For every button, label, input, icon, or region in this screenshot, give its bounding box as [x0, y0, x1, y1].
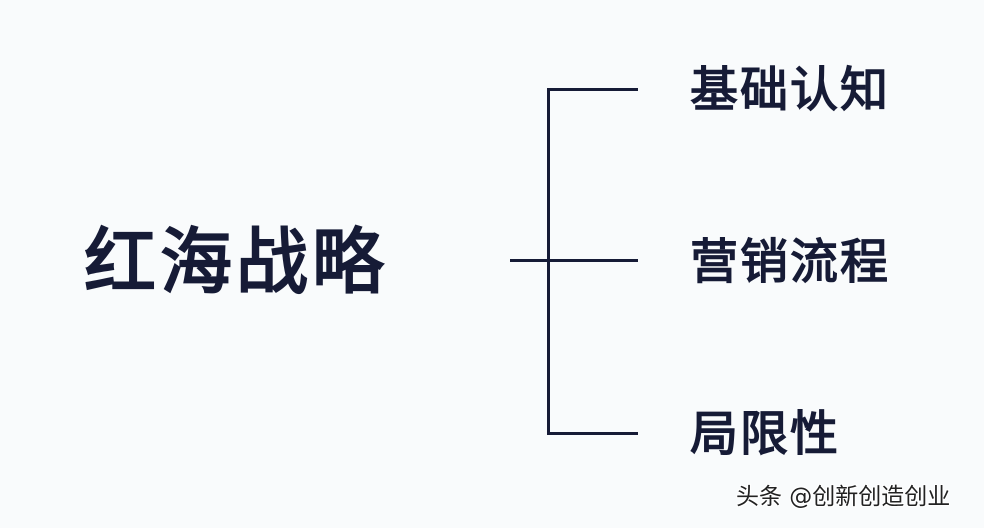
bracket-top-branch: [547, 88, 638, 91]
branch-label-marketing-process: 营销流程: [690, 234, 891, 290]
branch-label-limitations: 局限性: [690, 406, 841, 462]
bracket-bottom-branch: [547, 432, 638, 435]
root-node-label: 红海战略: [84, 220, 389, 304]
watermark: 头条 @创新创造创业: [736, 484, 951, 510]
branch-label-basic-cognition: 基础认知: [690, 62, 891, 118]
connector-stem: [510, 259, 638, 262]
bracket-vertical: [547, 88, 550, 435]
